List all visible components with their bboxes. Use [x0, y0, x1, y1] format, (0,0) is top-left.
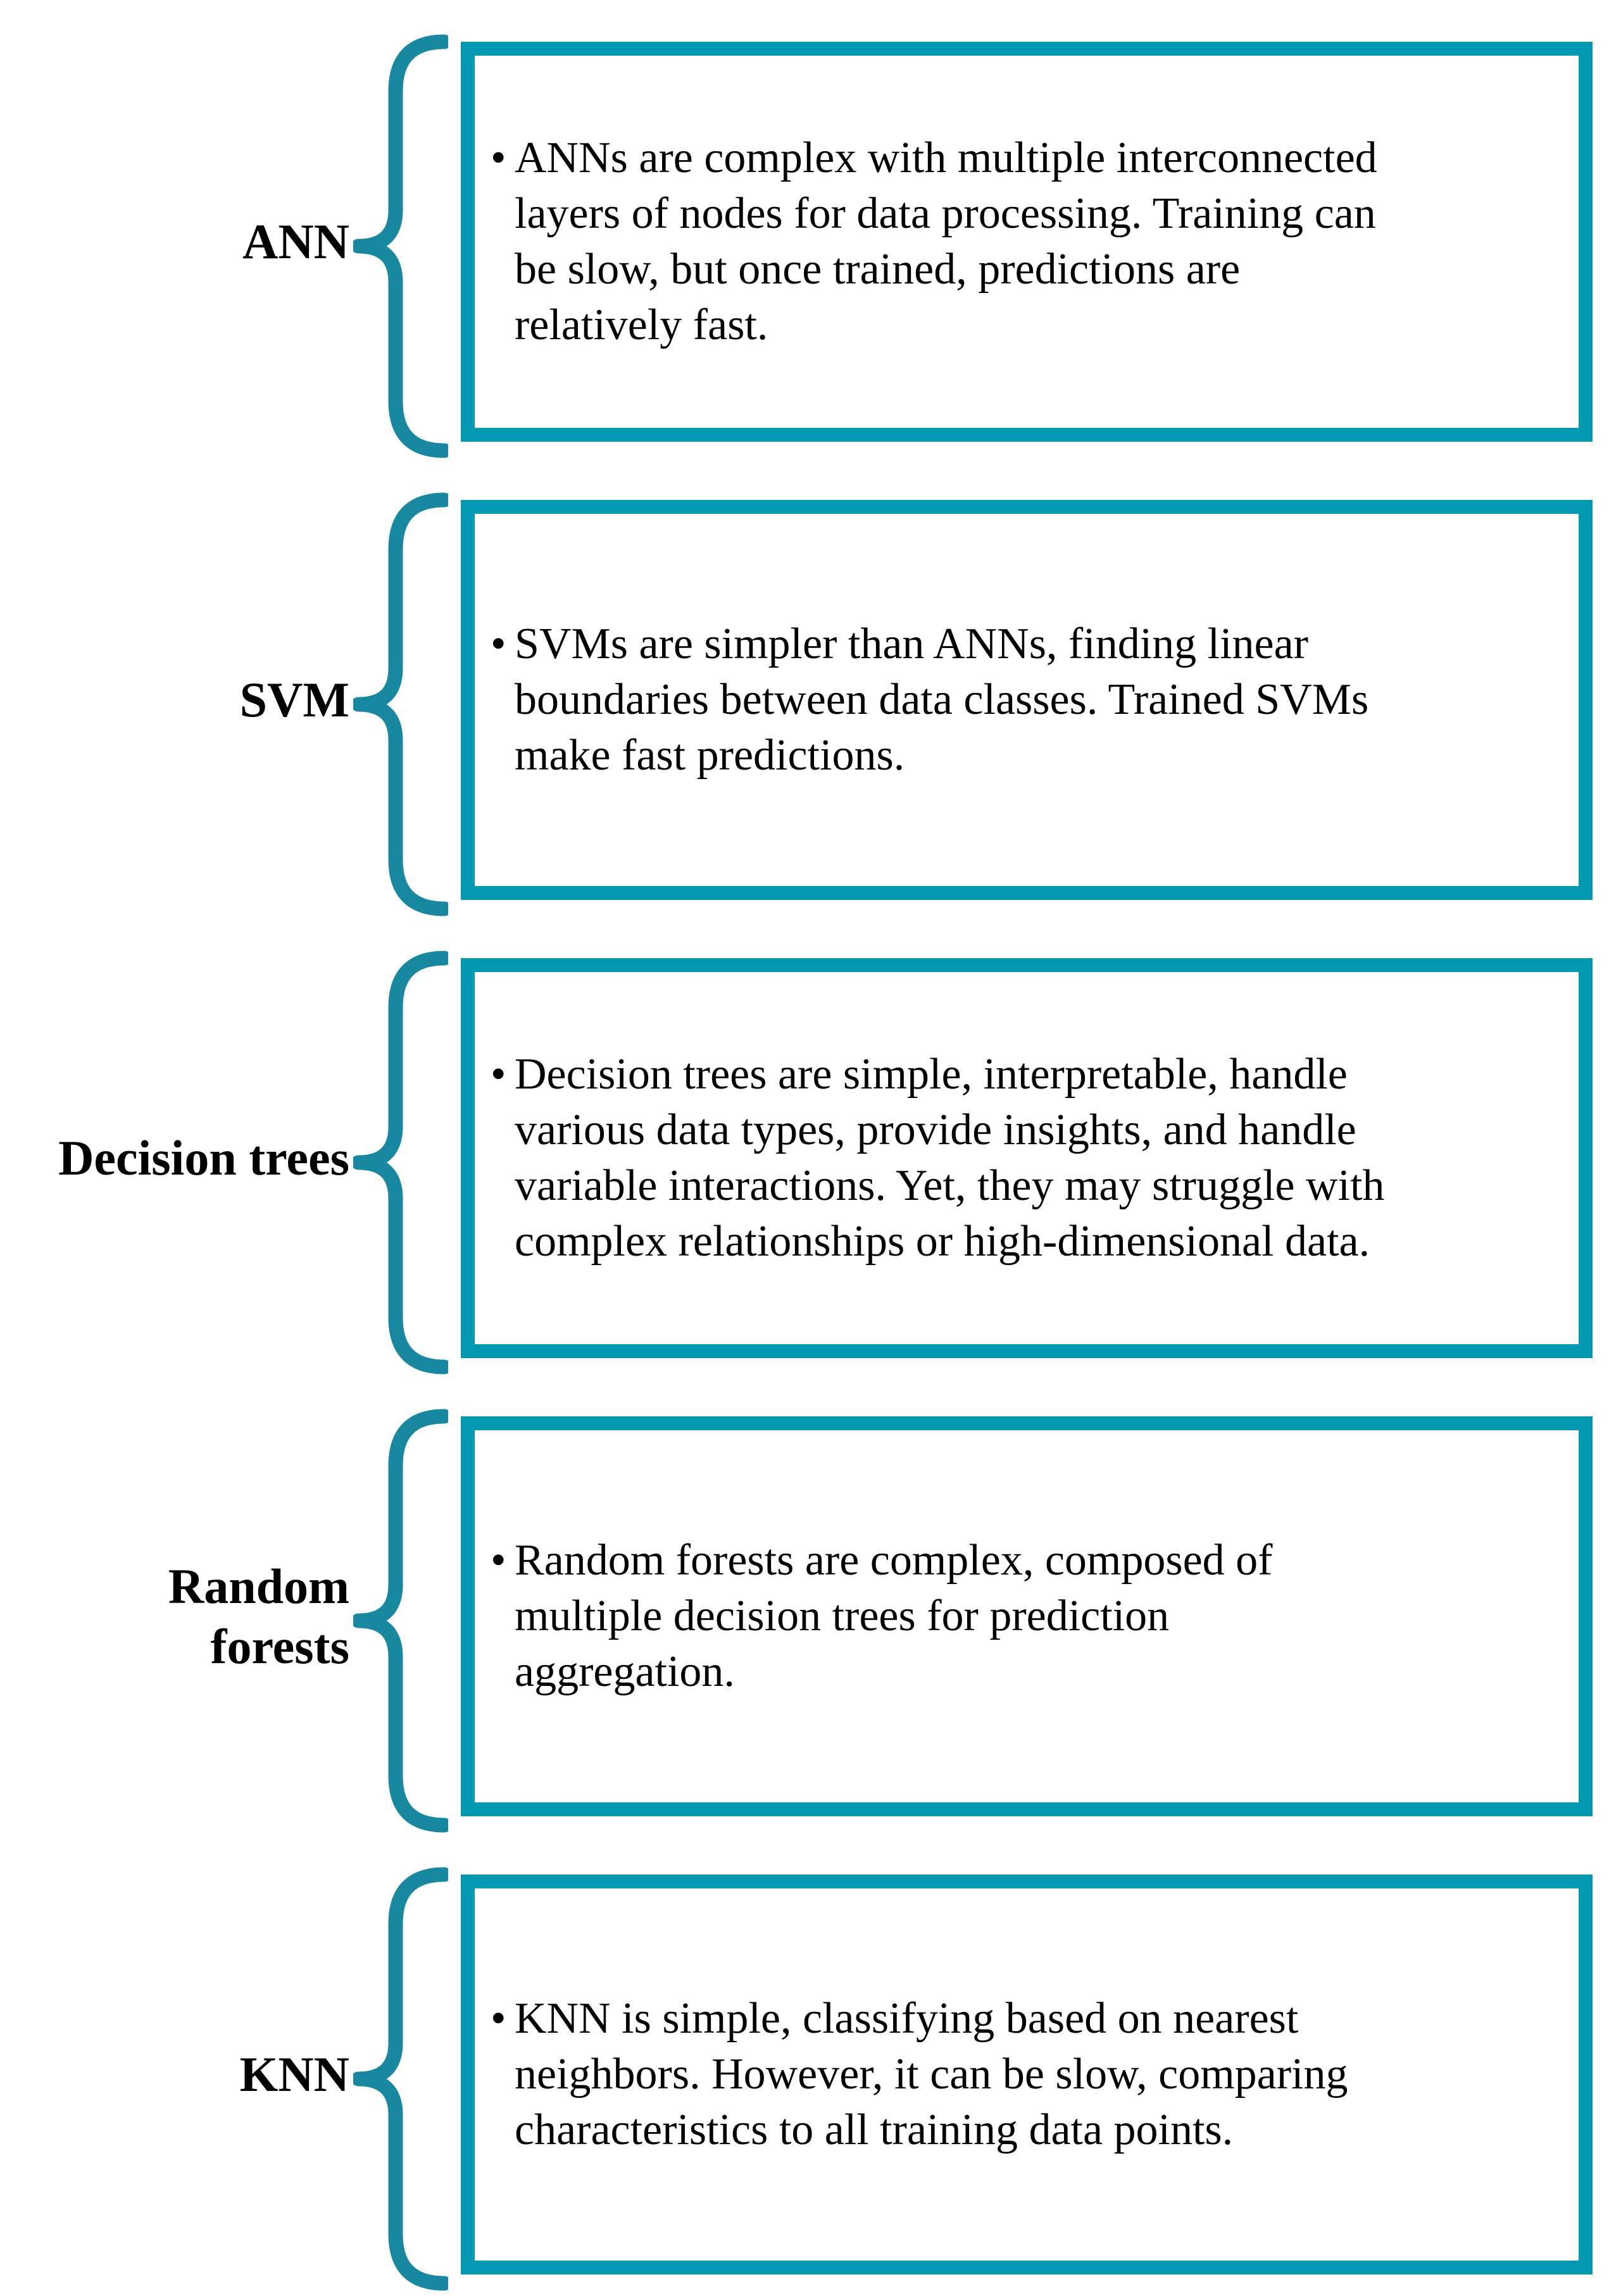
content-box-random-forests: • Random forests are complex, composed o… [461, 1416, 1593, 1816]
bullet-item: • KNN is simple, classifying based on ne… [475, 1991, 1579, 2158]
section-label-svm: SVM [239, 672, 349, 728]
bullet-item: • Decision trees are simple, interpretab… [475, 1047, 1579, 1270]
section-label-random-forests: Random forests [168, 1558, 349, 1674]
bullet-icon: • [491, 1050, 506, 1099]
curly-brace-icon [353, 951, 448, 1375]
section-decision-trees: Decision trees • Decision trees are simp… [0, 951, 1609, 1375]
curly-brace-icon [353, 492, 448, 916]
content-box-ann: • ANNs are complex with multiple interco… [461, 42, 1593, 442]
section-label-decision-trees: Decision trees [58, 1130, 349, 1186]
content-box-knn: • KNN is simple, classifying based on ne… [461, 1875, 1593, 2274]
bullet-icon: • [491, 134, 506, 182]
bullet-icon: • [491, 1994, 506, 2043]
bullet-text-ann: ANNs are complex with multiple interconn… [515, 134, 1377, 349]
bullet-text-decision-trees: Decision trees are simple, interpretable… [515, 1050, 1385, 1266]
section-random-forests: Random forests • Random forests are comp… [0, 1409, 1609, 1833]
bullet-item: • Random forests are complex, composed o… [475, 1533, 1579, 1700]
bullet-item: • ANNs are complex with multiple interco… [475, 130, 1579, 353]
bullet-item: • SVMs are simpler than ANNs, finding li… [475, 616, 1579, 783]
bullet-text-knn: KNN is simple, classifying based on near… [515, 1994, 1348, 2154]
section-knn: KNN • KNN is simple, classifying based o… [0, 1867, 1609, 2291]
bullet-icon: • [491, 1536, 506, 1585]
curly-brace-icon [353, 34, 448, 458]
section-svm: SVM • SVMs are simpler than ANNs, findin… [0, 492, 1609, 916]
content-box-decision-trees: • Decision trees are simple, interpretab… [461, 958, 1593, 1358]
curly-brace-icon [353, 1867, 448, 2291]
section-label-knn: KNN [239, 2047, 349, 2102]
section-ann: ANN • ANNs are complex with multiple int… [0, 34, 1609, 458]
curly-brace-icon [353, 1409, 448, 1833]
bullet-text-svm: SVMs are simpler than ANNs, finding line… [515, 620, 1369, 780]
bullet-icon: • [491, 620, 506, 668]
content-box-svm: • SVMs are simpler than ANNs, finding li… [461, 500, 1593, 900]
bullet-text-random-forests: Random forests are complex, composed of … [515, 1536, 1273, 1696]
section-label-ann: ANN [242, 214, 349, 270]
